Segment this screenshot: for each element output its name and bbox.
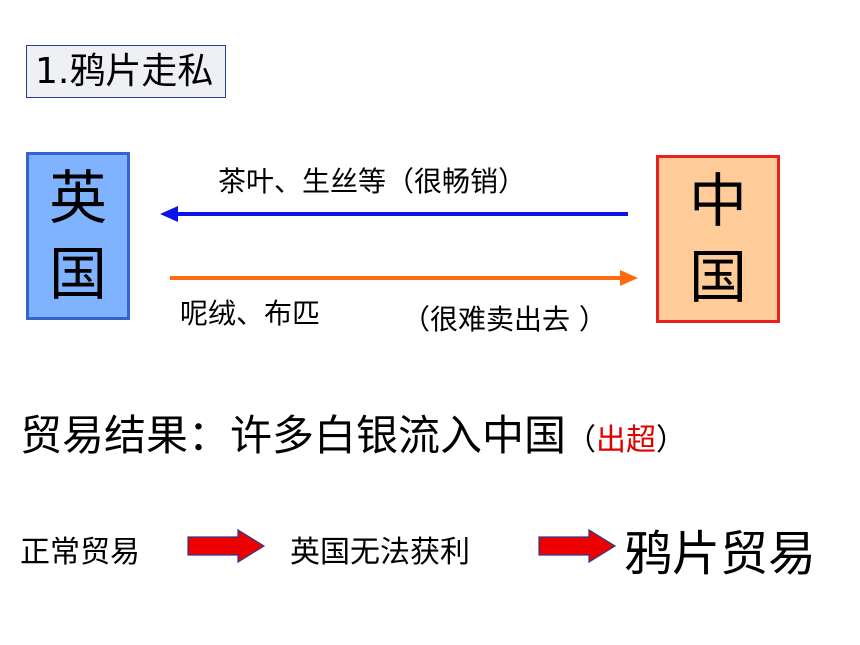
to-britain-label: 茶叶、生丝等（很畅销） <box>218 165 527 198</box>
to-china-note: （很难卖出去 ） <box>402 303 607 336</box>
arrow-to-britain <box>160 206 628 222</box>
china-char-1: 中 <box>688 167 747 235</box>
britain-char-1: 英 <box>48 164 107 232</box>
paren-open: （ <box>566 423 597 458</box>
arrow-to-china <box>170 270 638 286</box>
britain-box: 英 国 <box>26 152 130 320</box>
to-china-label: 呢绒、布匹 <box>180 297 321 330</box>
section-title: 1.鸦片走私 <box>26 45 226 98</box>
flow-step-no-profit: 英国无法获利 <box>290 535 470 570</box>
flow-step-normal-trade: 正常贸易 <box>20 535 140 570</box>
flow-step-opium-trade: 鸦片贸易 <box>624 526 817 582</box>
trade-result: 贸易结果：许多白银流入中国（出超） <box>20 402 686 463</box>
trade-result-text: 贸易结果：许多白银流入中国 <box>20 411 567 460</box>
flow-arrow-1 <box>187 528 266 564</box>
china-char-2: 国 <box>688 243 747 311</box>
paren-close: ） <box>656 423 687 458</box>
flow-arrow-2 <box>538 528 617 564</box>
trade-surplus-highlight: 出超 <box>596 423 657 458</box>
britain-char-2: 国 <box>48 240 107 308</box>
china-box: 中 国 <box>656 155 780 323</box>
